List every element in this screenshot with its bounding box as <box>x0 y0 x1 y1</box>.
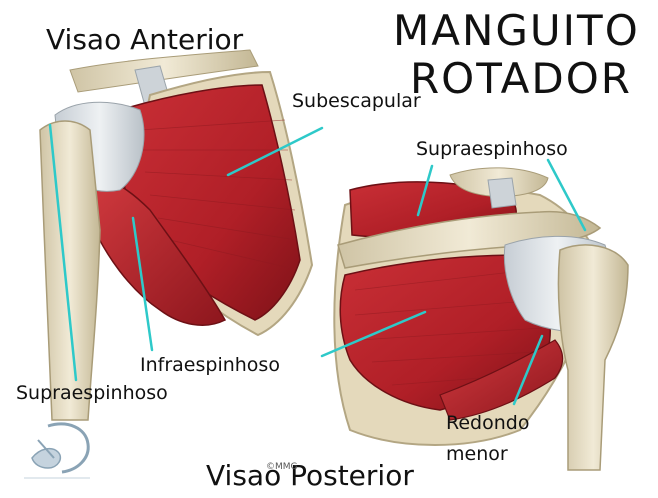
title-line-2: ROTADOR <box>410 58 632 100</box>
posterior-ligament <box>488 178 516 208</box>
label-redondo-line1: Redondo <box>446 414 529 433</box>
shoulder-logo-icon <box>18 418 98 486</box>
label-subescapular: Subescapular <box>292 92 421 111</box>
label-redondo-line2: menor <box>446 445 508 464</box>
posterior-humerus <box>558 245 628 470</box>
view-label-anterior: Visao Anterior <box>46 26 243 54</box>
label-infraespinhoso: Infraespinhoso <box>140 356 280 375</box>
view-label-posterior: Visao Posterior <box>206 462 414 490</box>
label-supraespinhoso-posterior: Supraespinhoso <box>416 140 568 159</box>
credit-text: ©MMG <box>266 463 298 472</box>
anterior-humerus <box>40 121 100 420</box>
label-supraespinhoso-anterior: Supraespinhoso <box>16 384 168 403</box>
title-line-1: MANGUITO <box>393 10 640 52</box>
